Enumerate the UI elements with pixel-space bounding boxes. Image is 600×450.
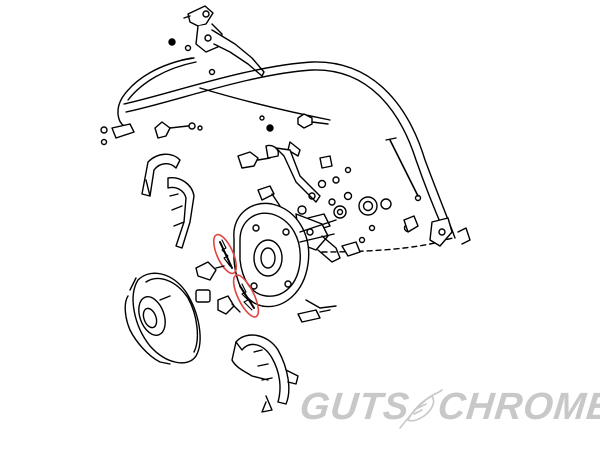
brake-drum — [124, 272, 201, 365]
logo-word-right: CHROME — [435, 386, 600, 428]
upper-return-spring — [212, 233, 238, 275]
lower-brake-shoe — [231, 334, 299, 413]
control-cable — [117, 57, 456, 239]
feather-icon — [399, 389, 443, 429]
brake-arm — [295, 137, 471, 263]
logo-word-left: GUTS — [297, 386, 412, 428]
guts-chrome-logo: GUTS CHROME — [297, 383, 600, 433]
plate-hardware — [195, 261, 331, 323]
cam-and-pivot-parts — [237, 141, 392, 231]
brake-lever — [183, 5, 265, 77]
backing-plate — [233, 202, 337, 309]
lower-return-spring — [232, 274, 260, 318]
cable-fittings — [100, 115, 274, 146]
upper-brake-shoe — [141, 153, 195, 249]
